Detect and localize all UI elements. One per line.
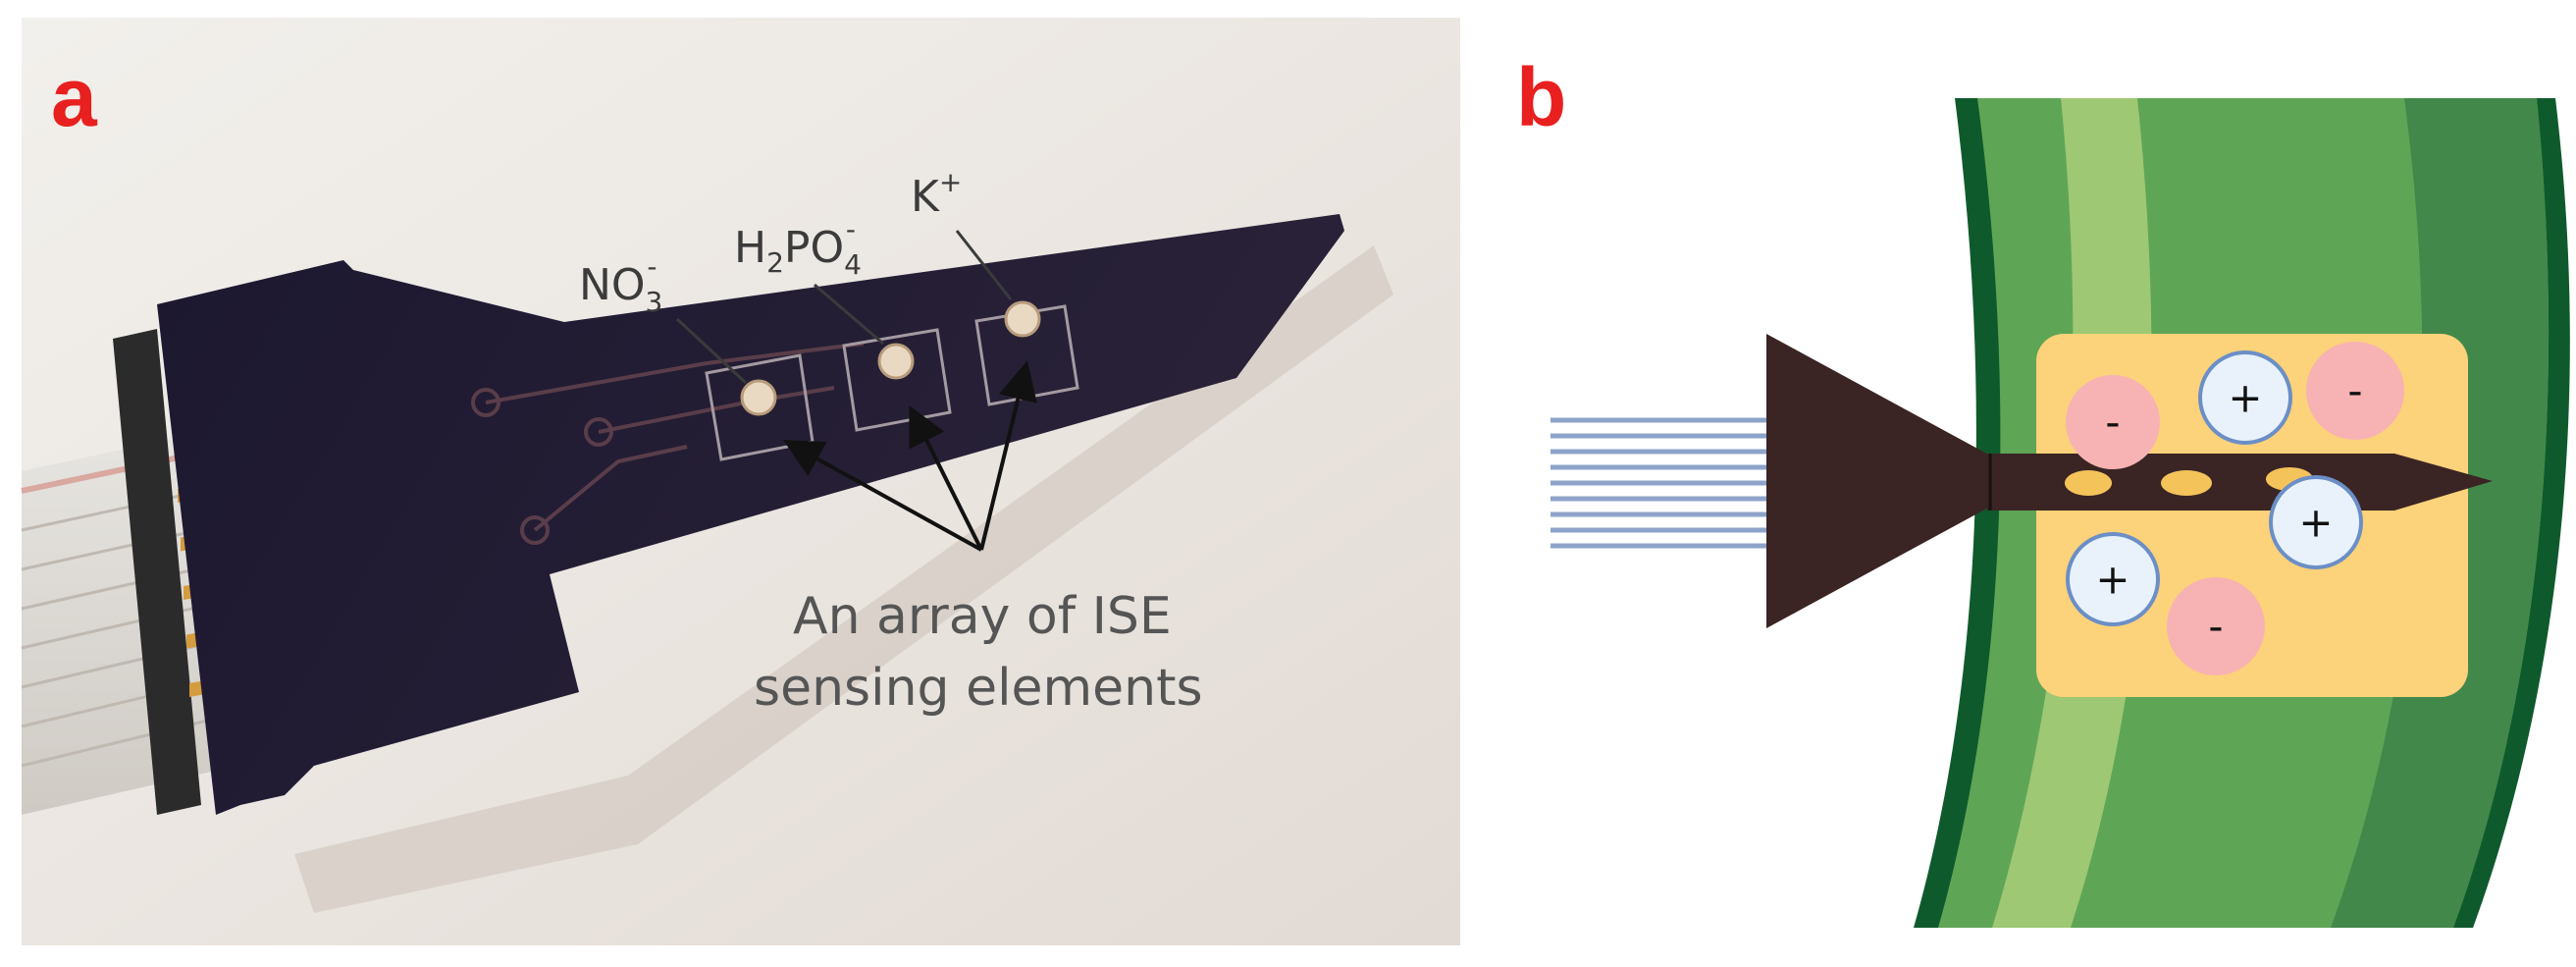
panel-label-b: b [1516,51,1566,143]
anion-top-left: - [2066,375,2160,469]
phosphate-mid: PO [784,223,844,273]
anion-bottom: - [2167,577,2265,675]
cation-top-sign: + [2228,374,2262,422]
arrow-to-phosphate [909,404,983,551]
caption-arrows [783,360,1037,552]
arrow-to-nitrate [783,440,982,552]
connector-block [113,329,201,815]
anion-top-left-sign: - [2105,399,2120,447]
panel-b: b [1516,51,2570,928]
cation-left-sign: + [2095,556,2129,604]
anion-top-right: - [2306,342,2404,440]
cation-left: + [2066,532,2160,626]
ion-label-potassium: K+ [911,166,962,222]
label-leaders [675,230,1013,385]
phosphate-sup: - [846,213,856,245]
caption-line-1: An array of ISE [793,587,1172,646]
cation-top: + [2198,350,2292,445]
caption-line-2: sensing elements [754,659,1203,718]
ion-label-phosphate: H2PO4- [734,213,862,281]
anion-bottom-sign: - [2208,603,2223,651]
nitrate-sup: - [647,250,657,283]
nitrate-sub: 3 [646,286,663,318]
ion-label-nitrate: NO3- [579,250,662,318]
probe-needle [1987,454,2493,510]
phosphate-sub1: 2 [766,246,784,279]
nitrate-base: NO [579,260,646,310]
pcb-board [157,214,1344,815]
cation-right: + [2269,475,2363,569]
electrode-nitrate [740,379,777,416]
anion-top-right-sign: - [2347,367,2362,415]
panel-a: NO3- H2PO4- K+ An array of ISE sensing e… [21,18,1460,945]
panel-label-a: a [51,51,98,143]
potassium-sup: + [939,166,962,198]
electrode-phosphate [877,343,915,380]
phosphate-sub2: 4 [844,248,862,281]
potassium-base: K [911,172,940,222]
probe-body [1766,334,1992,628]
phosphate-base: H [734,223,766,273]
electrode-potassium [1004,300,1041,338]
cation-right-sign: + [2298,499,2333,547]
arrow-to-potassium [979,360,1037,551]
probe-cable [1551,417,1766,549]
